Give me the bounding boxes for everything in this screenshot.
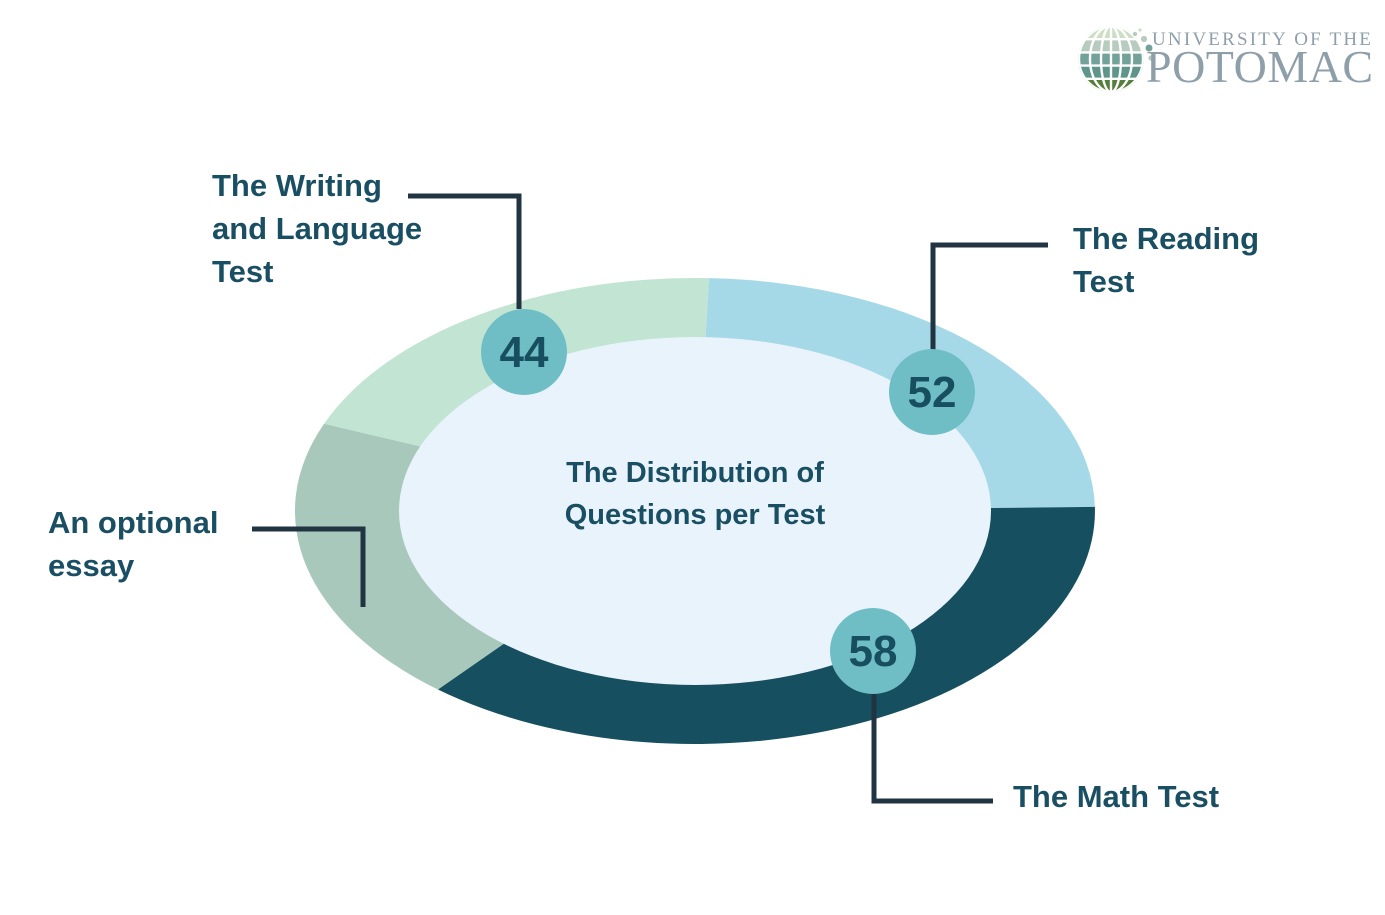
- donut-center-ellipse: [399, 337, 991, 685]
- badge-writing-language: [481, 309, 567, 395]
- globe-icon: [1078, 26, 1154, 92]
- badge-writing-language-value: 44: [500, 328, 549, 377]
- chart-title-line-1: The Distribution of: [566, 457, 824, 489]
- connector-math: [871, 693, 993, 804]
- label-optional-essay: An optional essay: [48, 505, 219, 583]
- connector-optional-essay: [252, 526, 366, 607]
- chart-title-line-2: Questions per Test: [564, 499, 826, 531]
- label-writing-language-test: The Writing and Language Test: [212, 168, 423, 289]
- label-math-test: The Math Test: [1013, 779, 1220, 814]
- connector-reading: [930, 242, 1048, 351]
- chart-title: The Distribution of Questions per Test: [455, 452, 935, 536]
- logo-university-of-the-text: UNIVERSITY OF THE: [1152, 29, 1374, 50]
- connector-writing-language: [408, 193, 522, 309]
- label-reading-test: The Reading Test: [1073, 221, 1260, 299]
- badge-math: [830, 608, 916, 694]
- badge-reading-value: 52: [908, 368, 957, 417]
- globe-sparkle-dots: [1132, 28, 1154, 61]
- badge-math-value: 58: [849, 627, 898, 676]
- badge-reading: [889, 349, 975, 435]
- globe-grid-lines: [1078, 26, 1144, 92]
- logo-potomac-text: POTOMAC: [1146, 41, 1374, 92]
